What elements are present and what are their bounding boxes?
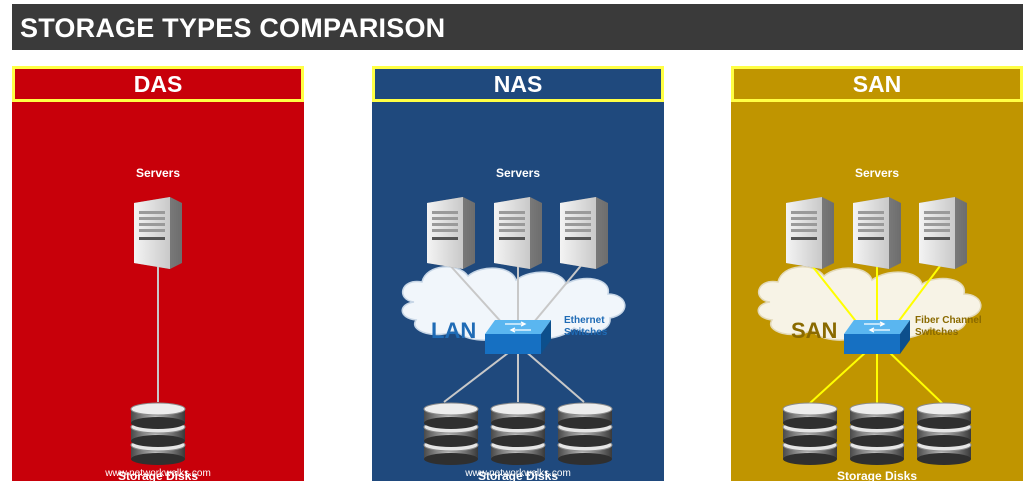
das-footer-url: www.networkwalks.com (105, 468, 211, 479)
storage-disk-icon (849, 402, 905, 465)
server-icon (853, 197, 901, 269)
storage-disk-icon (782, 402, 838, 465)
san-network-label: SAN (791, 318, 838, 343)
san-panel: SAN (731, 66, 1023, 483)
san-body: Servers SAN Fiber Channel Switches Stora… (731, 102, 1023, 483)
san-link-line (888, 351, 944, 405)
san-disks-label: Storage Disks (836, 469, 918, 483)
server-icon (786, 197, 834, 269)
san-header: SAN (731, 66, 1023, 102)
nas-header: NAS (372, 66, 664, 102)
nas-diagram (401, 197, 626, 465)
cloud-icon (401, 266, 626, 341)
storage-disk-icon (916, 402, 972, 465)
das-disks-label: Storage Disks (117, 469, 199, 483)
nas-switch-label: Ethernet Switches (564, 315, 608, 338)
das-panel: DAS Servers Storage Disks www.networkwal… (12, 66, 304, 483)
server-icon (919, 197, 967, 269)
server-icon (494, 197, 542, 269)
nas-network-label: LAN (431, 318, 477, 343)
nas-servers-label: Servers (495, 166, 541, 180)
das-servers-label: Servers (135, 166, 181, 180)
nas-footer-url: www.networkwalks.com (465, 468, 571, 479)
nas-disks-label: Storage Disks (477, 469, 559, 483)
server-icon (427, 197, 475, 269)
das-body: Servers Storage Disks (12, 102, 304, 483)
san-switch-label: Fiber Channel Switches (915, 315, 982, 338)
san-diagram (757, 197, 982, 465)
nas-body: Servers LAN Ethernet Switches Storage Di… (372, 102, 664, 483)
network-switch-icon (485, 320, 551, 354)
network-switch-icon (844, 320, 910, 354)
server-icon (134, 197, 182, 269)
san-link-line (808, 351, 867, 405)
san-servers-label: Servers (854, 166, 900, 180)
storage-disk-icon (490, 402, 546, 465)
das-header: DAS (12, 66, 304, 102)
nas-panel: NAS (372, 66, 664, 483)
title-banner: STORAGE TYPES COMPARISON (12, 4, 1023, 50)
nas-link-line (523, 349, 585, 403)
storage-disk-icon (557, 402, 613, 465)
nas-link-line (443, 349, 513, 403)
das-diagram (130, 197, 186, 465)
storage-disk-icon (130, 402, 186, 465)
server-icon (560, 197, 608, 269)
storage-disk-icon (423, 402, 479, 465)
page-title: STORAGE TYPES COMPARISON (20, 13, 446, 43)
